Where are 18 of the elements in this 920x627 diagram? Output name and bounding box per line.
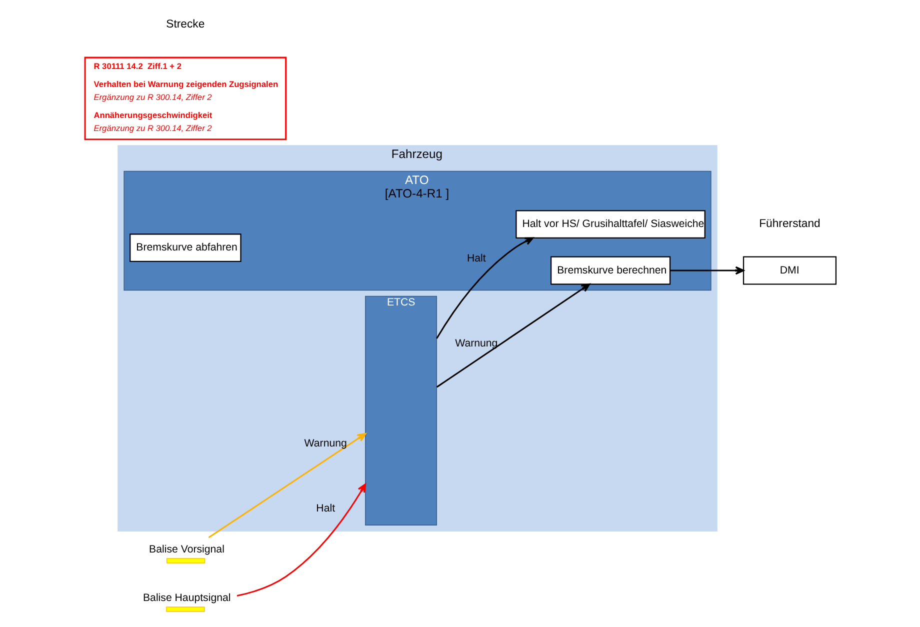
node-label: Balise Vorsignal bbox=[148, 544, 224, 556]
label: Führerstand bbox=[758, 218, 820, 230]
node-box: R 30111 14.2 Ziff.1 + 2 Verhalten bei Warnung zeigenden Zugsignalen Ergänzung zu R 300.14, Ziffer 2 Annäherungsgeschwindigkeit Ergänzung zu R 300.14, Ziffer 2 bbox=[84, 56, 286, 140]
node-box: Bremskurve berechnen bbox=[550, 256, 670, 285]
node-box: Halt vor HS/ Grusihalttafel/ Siasweiche bbox=[515, 210, 705, 238]
node-box: DMI bbox=[742, 256, 836, 285]
label: Strecke bbox=[166, 18, 204, 31]
arrow bbox=[236, 484, 366, 597]
arrow bbox=[436, 237, 534, 339]
edge-label: Warnung bbox=[304, 437, 346, 450]
edge-label: Halt bbox=[466, 252, 486, 265]
node-label: Balise Hauptsignal bbox=[142, 592, 230, 604]
arrow bbox=[670, 266, 744, 275]
arrow bbox=[436, 283, 590, 388]
edge-label: Warnung bbox=[454, 337, 498, 350]
node-box: ETCS bbox=[364, 296, 436, 526]
edge-label: Halt bbox=[316, 502, 335, 515]
node-box: Bremskurve abfahren bbox=[129, 234, 241, 262]
